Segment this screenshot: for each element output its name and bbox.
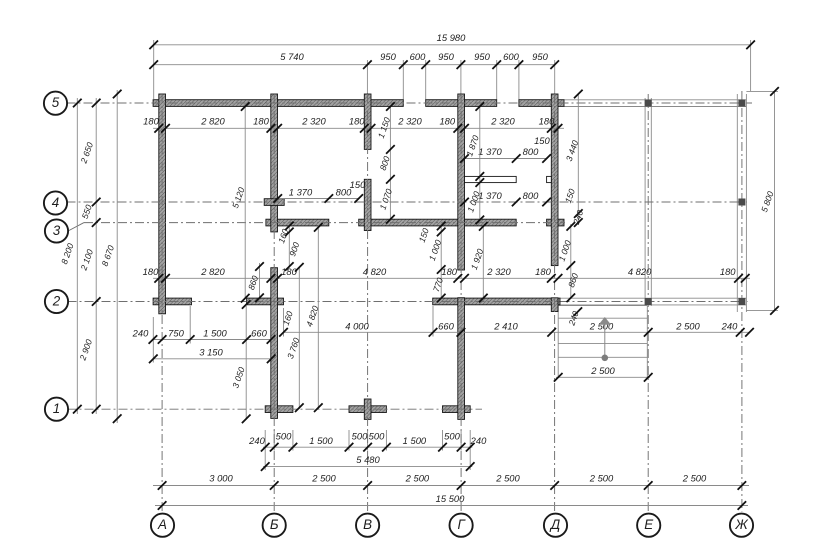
- svg-text:240: 240: [721, 320, 738, 331]
- svg-text:660: 660: [438, 320, 454, 331]
- svg-text:180: 180: [349, 115, 365, 126]
- svg-text:Д: Д: [549, 517, 561, 532]
- svg-text:2 500: 2 500: [589, 472, 614, 483]
- svg-text:2 500: 2 500: [311, 472, 336, 483]
- svg-text:750: 750: [168, 327, 184, 338]
- svg-text:2 320: 2 320: [490, 115, 515, 126]
- svg-text:2 320: 2 320: [397, 115, 422, 126]
- svg-text:500: 500: [444, 430, 460, 441]
- svg-text:5 740: 5 740: [280, 51, 304, 62]
- svg-text:1: 1: [53, 401, 60, 416]
- svg-text:180: 180: [439, 115, 455, 126]
- svg-text:1 500: 1 500: [403, 435, 427, 446]
- svg-text:180: 180: [441, 266, 457, 277]
- svg-text:180: 180: [720, 266, 736, 277]
- svg-text:2 820: 2 820: [200, 266, 225, 277]
- svg-text:2 500: 2 500: [589, 320, 614, 331]
- svg-text:Е: Е: [644, 517, 654, 532]
- svg-text:150: 150: [563, 187, 577, 204]
- svg-text:160: 160: [281, 310, 295, 327]
- svg-text:Ж: Ж: [734, 517, 748, 532]
- svg-text:150: 150: [417, 227, 431, 244]
- svg-text:240: 240: [566, 310, 581, 328]
- svg-text:3: 3: [53, 223, 61, 238]
- svg-text:600: 600: [503, 51, 519, 62]
- svg-text:800: 800: [378, 155, 392, 172]
- svg-text:А: А: [157, 517, 167, 532]
- svg-text:15 980: 15 980: [437, 32, 466, 43]
- svg-text:860: 860: [246, 274, 260, 291]
- svg-text:2: 2: [52, 294, 61, 309]
- svg-text:180: 180: [539, 115, 555, 126]
- svg-text:4 820: 4 820: [628, 266, 652, 277]
- svg-text:В: В: [363, 517, 372, 532]
- svg-text:180: 180: [281, 266, 297, 277]
- svg-text:1 370: 1 370: [289, 186, 313, 197]
- svg-text:Г: Г: [457, 517, 466, 532]
- svg-text:4 000: 4 000: [345, 320, 369, 331]
- svg-text:1 370: 1 370: [478, 146, 502, 157]
- svg-text:180: 180: [535, 266, 551, 277]
- svg-text:5 480: 5 480: [356, 454, 380, 465]
- svg-text:950: 950: [474, 51, 490, 62]
- svg-text:660: 660: [251, 327, 267, 338]
- svg-text:500: 500: [369, 430, 385, 441]
- svg-text:770: 770: [431, 276, 445, 293]
- svg-text:180: 180: [143, 115, 159, 126]
- svg-text:800: 800: [523, 190, 539, 201]
- svg-text:2 320: 2 320: [301, 115, 326, 126]
- svg-text:800: 800: [523, 146, 539, 157]
- svg-text:2 320: 2 320: [486, 266, 511, 277]
- svg-text:4 820: 4 820: [363, 266, 387, 277]
- svg-text:240: 240: [470, 435, 487, 446]
- svg-text:240: 240: [248, 435, 265, 446]
- svg-text:5: 5: [52, 95, 60, 110]
- svg-text:3 150: 3 150: [199, 346, 223, 357]
- svg-text:2 410: 2 410: [493, 320, 518, 331]
- svg-text:2 500: 2 500: [682, 472, 707, 483]
- svg-text:2 500: 2 500: [405, 472, 430, 483]
- svg-text:1 370: 1 370: [478, 190, 502, 201]
- svg-text:860: 860: [566, 272, 580, 289]
- svg-text:950: 950: [380, 51, 396, 62]
- svg-text:600: 600: [410, 51, 426, 62]
- svg-text:3 000: 3 000: [209, 472, 233, 483]
- svg-text:550: 550: [80, 203, 94, 220]
- svg-text:2 820: 2 820: [200, 115, 225, 126]
- svg-text:15 500: 15 500: [436, 493, 465, 504]
- svg-text:2 500: 2 500: [495, 472, 520, 483]
- svg-text:180: 180: [143, 266, 159, 277]
- svg-text:150: 150: [350, 179, 366, 190]
- svg-text:900: 900: [287, 241, 301, 258]
- svg-text:240: 240: [132, 327, 149, 338]
- svg-text:2 500: 2 500: [590, 365, 615, 376]
- svg-text:2 500: 2 500: [675, 320, 700, 331]
- svg-text:500: 500: [276, 430, 292, 441]
- svg-text:180: 180: [253, 115, 269, 126]
- svg-text:950: 950: [532, 51, 548, 62]
- svg-text:1 500: 1 500: [309, 435, 333, 446]
- svg-text:800: 800: [336, 186, 352, 197]
- svg-text:500: 500: [352, 430, 368, 441]
- svg-text:1 500: 1 500: [203, 327, 227, 338]
- svg-text:950: 950: [438, 51, 454, 62]
- svg-text:160: 160: [276, 227, 290, 244]
- svg-text:4: 4: [52, 195, 59, 210]
- svg-text:240: 240: [571, 209, 586, 227]
- svg-text:150: 150: [534, 135, 550, 146]
- svg-text:Б: Б: [270, 517, 279, 532]
